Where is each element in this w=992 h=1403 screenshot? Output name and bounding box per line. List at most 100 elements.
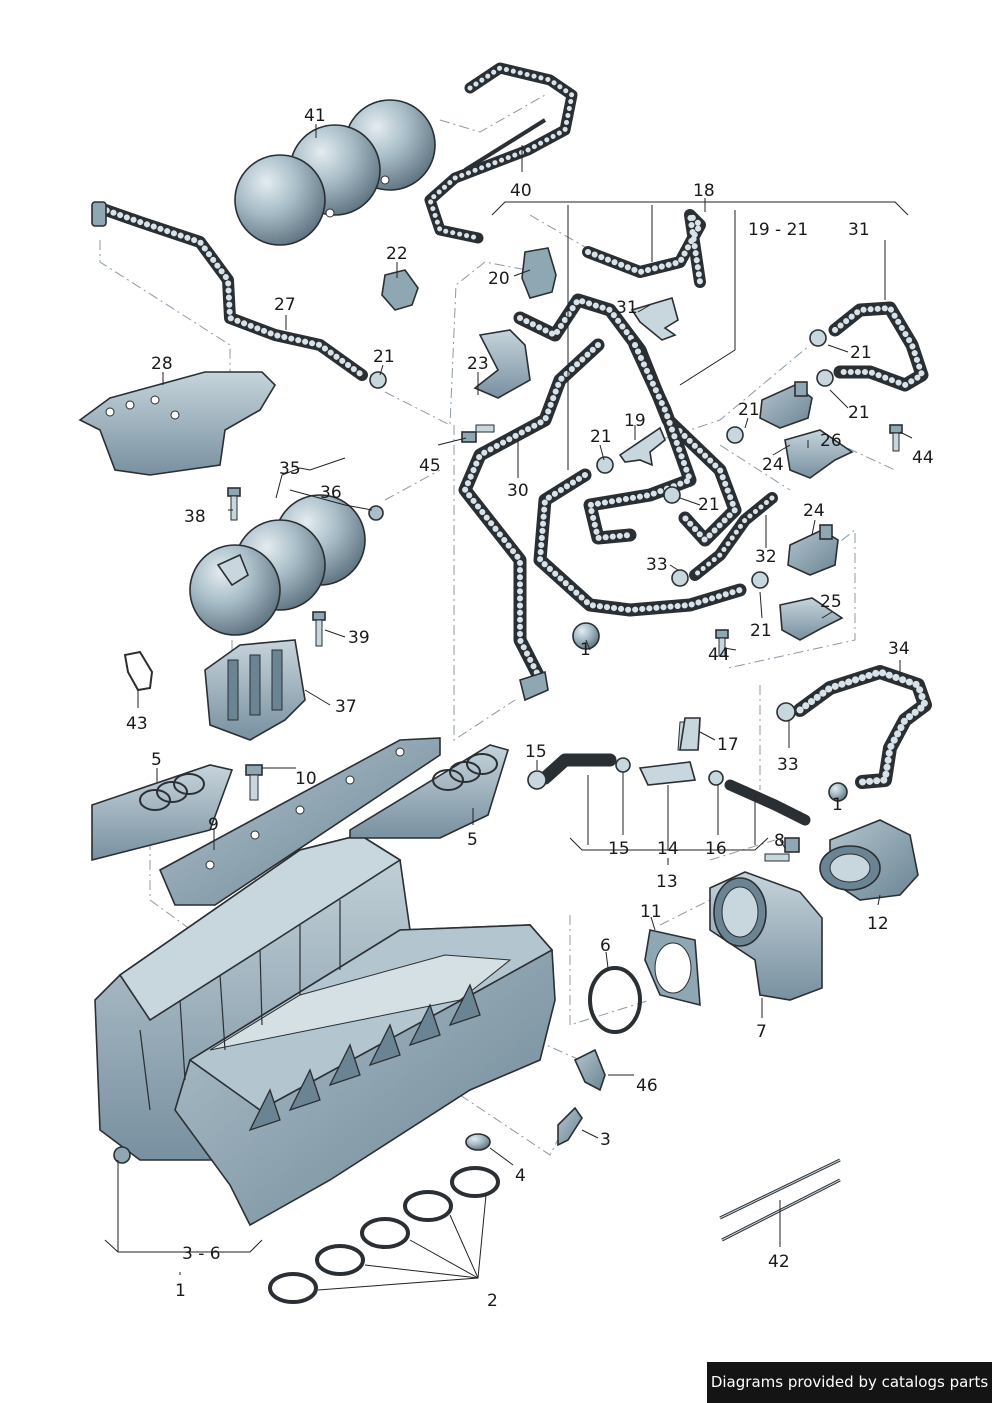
hose-18 xyxy=(582,209,706,288)
part-labels: 41 40 18 19 - 21 31 22 20 27 31 21 28 23… xyxy=(126,106,934,1311)
label-28: 28 xyxy=(151,354,173,374)
label-3: 3 xyxy=(600,1130,611,1150)
label-3-6: 3 - 6 xyxy=(182,1244,221,1264)
label-20: 20 xyxy=(488,269,510,289)
bracket-23 xyxy=(473,329,531,399)
connector-17 xyxy=(679,717,701,751)
hose-27 xyxy=(91,201,368,381)
label-19-21: 19 - 21 xyxy=(748,220,808,240)
clip-22 xyxy=(381,269,419,311)
diagram-credit-badge: Diagrams provided by catalogs parts xyxy=(707,1362,992,1403)
label-21-e: 21 xyxy=(590,427,612,447)
bracket-26 xyxy=(784,429,854,479)
label-38: 38 xyxy=(184,507,206,527)
label-15-b: 15 xyxy=(608,839,630,859)
label-43: 43 xyxy=(126,714,148,734)
label-12: 12 xyxy=(867,914,889,934)
screw-44a xyxy=(889,424,903,452)
label-33-a: 33 xyxy=(646,555,668,575)
label-24-lower: 24 xyxy=(803,501,825,521)
hoses xyxy=(91,62,932,826)
vacuum-hose-40 xyxy=(424,62,578,244)
screw-8 xyxy=(764,837,800,862)
label-45: 45 xyxy=(419,456,441,476)
label-14: 14 xyxy=(657,839,679,859)
label-5-a: 5 xyxy=(151,750,162,770)
label-13: 13 xyxy=(656,872,678,892)
label-33-b: 33 xyxy=(777,755,799,775)
label-1-b: 1 xyxy=(832,795,843,815)
label-44-lower: 44 xyxy=(708,645,730,665)
label-41: 41 xyxy=(304,106,326,126)
label-42: 42 xyxy=(768,1252,790,1272)
leader-lines xyxy=(104,124,913,1291)
label-8: 8 xyxy=(774,831,785,851)
plug-4 xyxy=(465,1133,491,1151)
label-21-a: 21 xyxy=(373,347,395,367)
label-36: 36 xyxy=(320,483,342,503)
label-21-c: 21 xyxy=(738,400,760,420)
label-18: 18 xyxy=(693,181,715,201)
label-46: 46 xyxy=(636,1076,658,1096)
intake-gaskets-2 xyxy=(268,1166,500,1304)
label-6: 6 xyxy=(600,936,611,956)
tee-14 xyxy=(638,761,697,786)
label-24-top: 24 xyxy=(762,455,784,475)
label-21-g: 21 xyxy=(750,621,772,641)
label-39: 39 xyxy=(348,628,370,648)
screw-45 xyxy=(461,424,495,443)
label-26: 26 xyxy=(820,431,842,451)
label-11: 11 xyxy=(640,902,662,922)
label-40: 40 xyxy=(510,181,532,201)
label-21-d: 21 xyxy=(848,403,870,423)
small-parts xyxy=(78,247,919,1304)
label-2: 2 xyxy=(487,1291,498,1311)
cable-ties-42 xyxy=(719,1158,841,1242)
label-27: 27 xyxy=(274,295,296,315)
label-31-top: 31 xyxy=(848,220,870,240)
hose-31 xyxy=(828,301,929,392)
screw-39 xyxy=(312,611,326,647)
vacuum-reservoir-35 xyxy=(189,494,384,636)
label-22: 22 xyxy=(386,244,408,264)
label-44-top: 44 xyxy=(912,448,934,468)
screw-10 xyxy=(245,764,263,801)
label-25: 25 xyxy=(820,592,842,612)
clamp-43 xyxy=(123,650,154,692)
label-23: 23 xyxy=(467,354,489,374)
label-7: 7 xyxy=(756,1022,767,1042)
label-21-f: 21 xyxy=(698,495,720,515)
label-4: 4 xyxy=(515,1166,526,1186)
label-15-a: 15 xyxy=(525,742,547,762)
label-21-b: 21 xyxy=(850,343,872,363)
bracket-25 xyxy=(779,597,844,641)
label-37: 37 xyxy=(335,697,357,717)
hose-34 xyxy=(793,665,932,789)
label-9: 9 xyxy=(208,815,219,835)
label-32: 32 xyxy=(755,547,777,567)
label-34: 34 xyxy=(888,639,910,659)
label-35: 35 xyxy=(279,459,301,479)
vacuum-reservoir-41 xyxy=(234,99,436,246)
sensor-3 xyxy=(557,1106,583,1147)
engine-cover-5-right xyxy=(349,744,510,839)
o-ring-6 xyxy=(588,966,642,1034)
label-19: 19 xyxy=(624,411,646,431)
screw-38 xyxy=(227,487,241,521)
intake-manifold-1 xyxy=(94,834,556,1227)
label-1-c: 1 xyxy=(175,1281,186,1301)
bracket-28 xyxy=(78,371,277,476)
fuel-rail-9 xyxy=(158,737,441,906)
label-10: 10 xyxy=(295,769,317,789)
label-16: 16 xyxy=(705,839,727,859)
label-31-tee: 31 xyxy=(616,298,638,318)
hose-clamps xyxy=(369,329,848,802)
clip-20 xyxy=(521,247,557,299)
hose-30 xyxy=(458,293,778,702)
label-17: 17 xyxy=(717,735,739,755)
screw-44b xyxy=(715,629,729,657)
label-5-b: 5 xyxy=(467,830,478,850)
sensor-46 xyxy=(573,1048,606,1092)
engine-cover-5-left xyxy=(91,764,234,862)
